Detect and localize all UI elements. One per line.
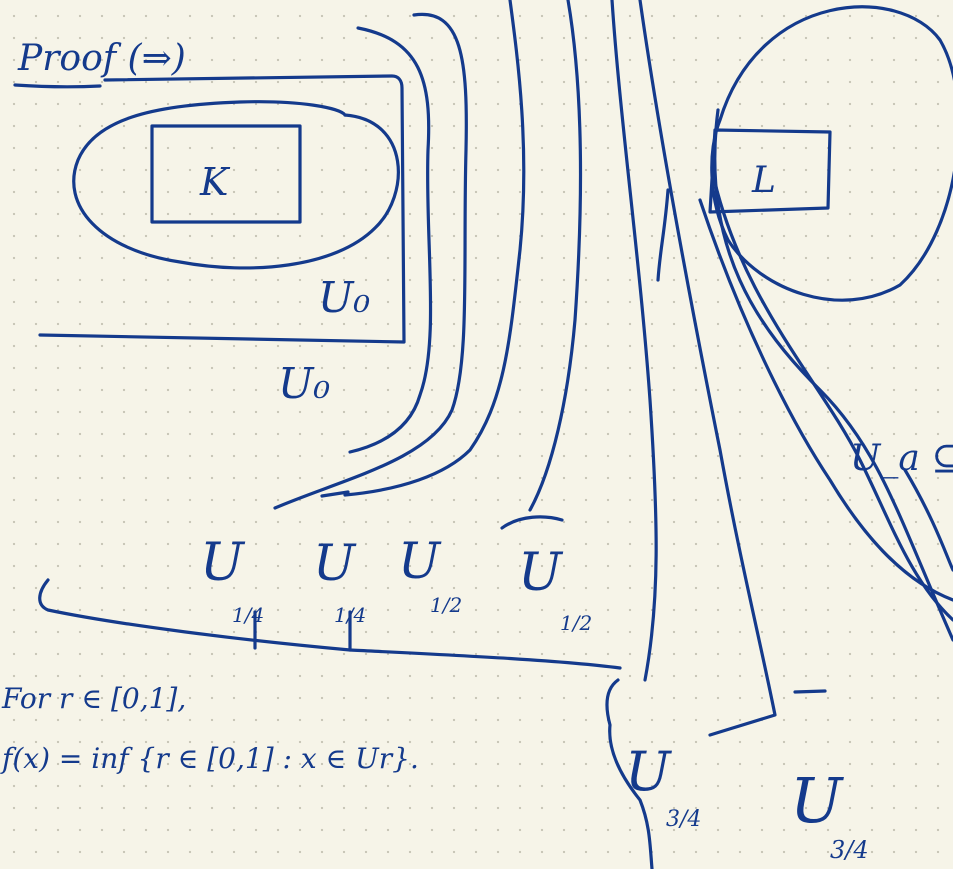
u12-curve xyxy=(343,0,526,497)
label-u12-closure: U xyxy=(518,543,564,603)
u14-closure-bar xyxy=(320,490,350,498)
u12-closure-bar xyxy=(500,515,564,530)
ua-curve-1 xyxy=(713,108,953,642)
label-u14-frac: 1/4 xyxy=(232,603,264,627)
label-u0-inner: U₀ xyxy=(318,273,370,322)
bracket-ticks xyxy=(253,610,352,652)
l-neighborhood-ellipse xyxy=(710,5,953,302)
small-tick xyxy=(656,188,670,282)
labels-bracket xyxy=(38,578,622,670)
label-ua: U_a ⊆ xyxy=(850,438,953,479)
heading-underline xyxy=(13,83,102,89)
label-k: K xyxy=(199,160,231,204)
ua-curve-3 xyxy=(698,198,953,602)
label-u34-closure: U xyxy=(790,764,844,837)
definition-line-2: f(x) = inf {r ∈ [0,1] : x ∈ Ur}. xyxy=(0,742,419,775)
definition-line-1: For r ∈ [0,1], xyxy=(1,682,186,715)
label-u14: U xyxy=(200,533,246,593)
label-u34: U xyxy=(625,740,672,803)
label-u12: U xyxy=(398,532,442,590)
label-u34-closure-frac: 3/4 xyxy=(830,836,869,864)
u34-brace xyxy=(605,678,654,869)
proof-heading: Proof (⇒) xyxy=(17,38,186,79)
label-u14-closure: U xyxy=(313,534,357,592)
ua-curve-4 xyxy=(903,468,953,572)
u34-closure-bar xyxy=(793,689,827,694)
u0-open-set-blob xyxy=(72,100,400,270)
label-u34-frac: 3/4 xyxy=(666,807,701,832)
label-u12-frac: 1/2 xyxy=(430,593,462,617)
label-u0-outer: U₀ xyxy=(278,359,330,408)
u14-curve xyxy=(348,26,433,454)
label-u12-closure-frac: 1/2 xyxy=(560,611,592,635)
label-l: L xyxy=(751,160,776,201)
u0-closure-bracket xyxy=(38,74,406,344)
u12-closure-curve xyxy=(528,0,583,512)
u34-curve xyxy=(610,0,658,682)
u34-closure-curve xyxy=(638,0,777,737)
ua-curve-2 xyxy=(710,168,953,622)
set-k-rectangle xyxy=(150,124,302,224)
u14-closure-curve xyxy=(273,12,468,510)
